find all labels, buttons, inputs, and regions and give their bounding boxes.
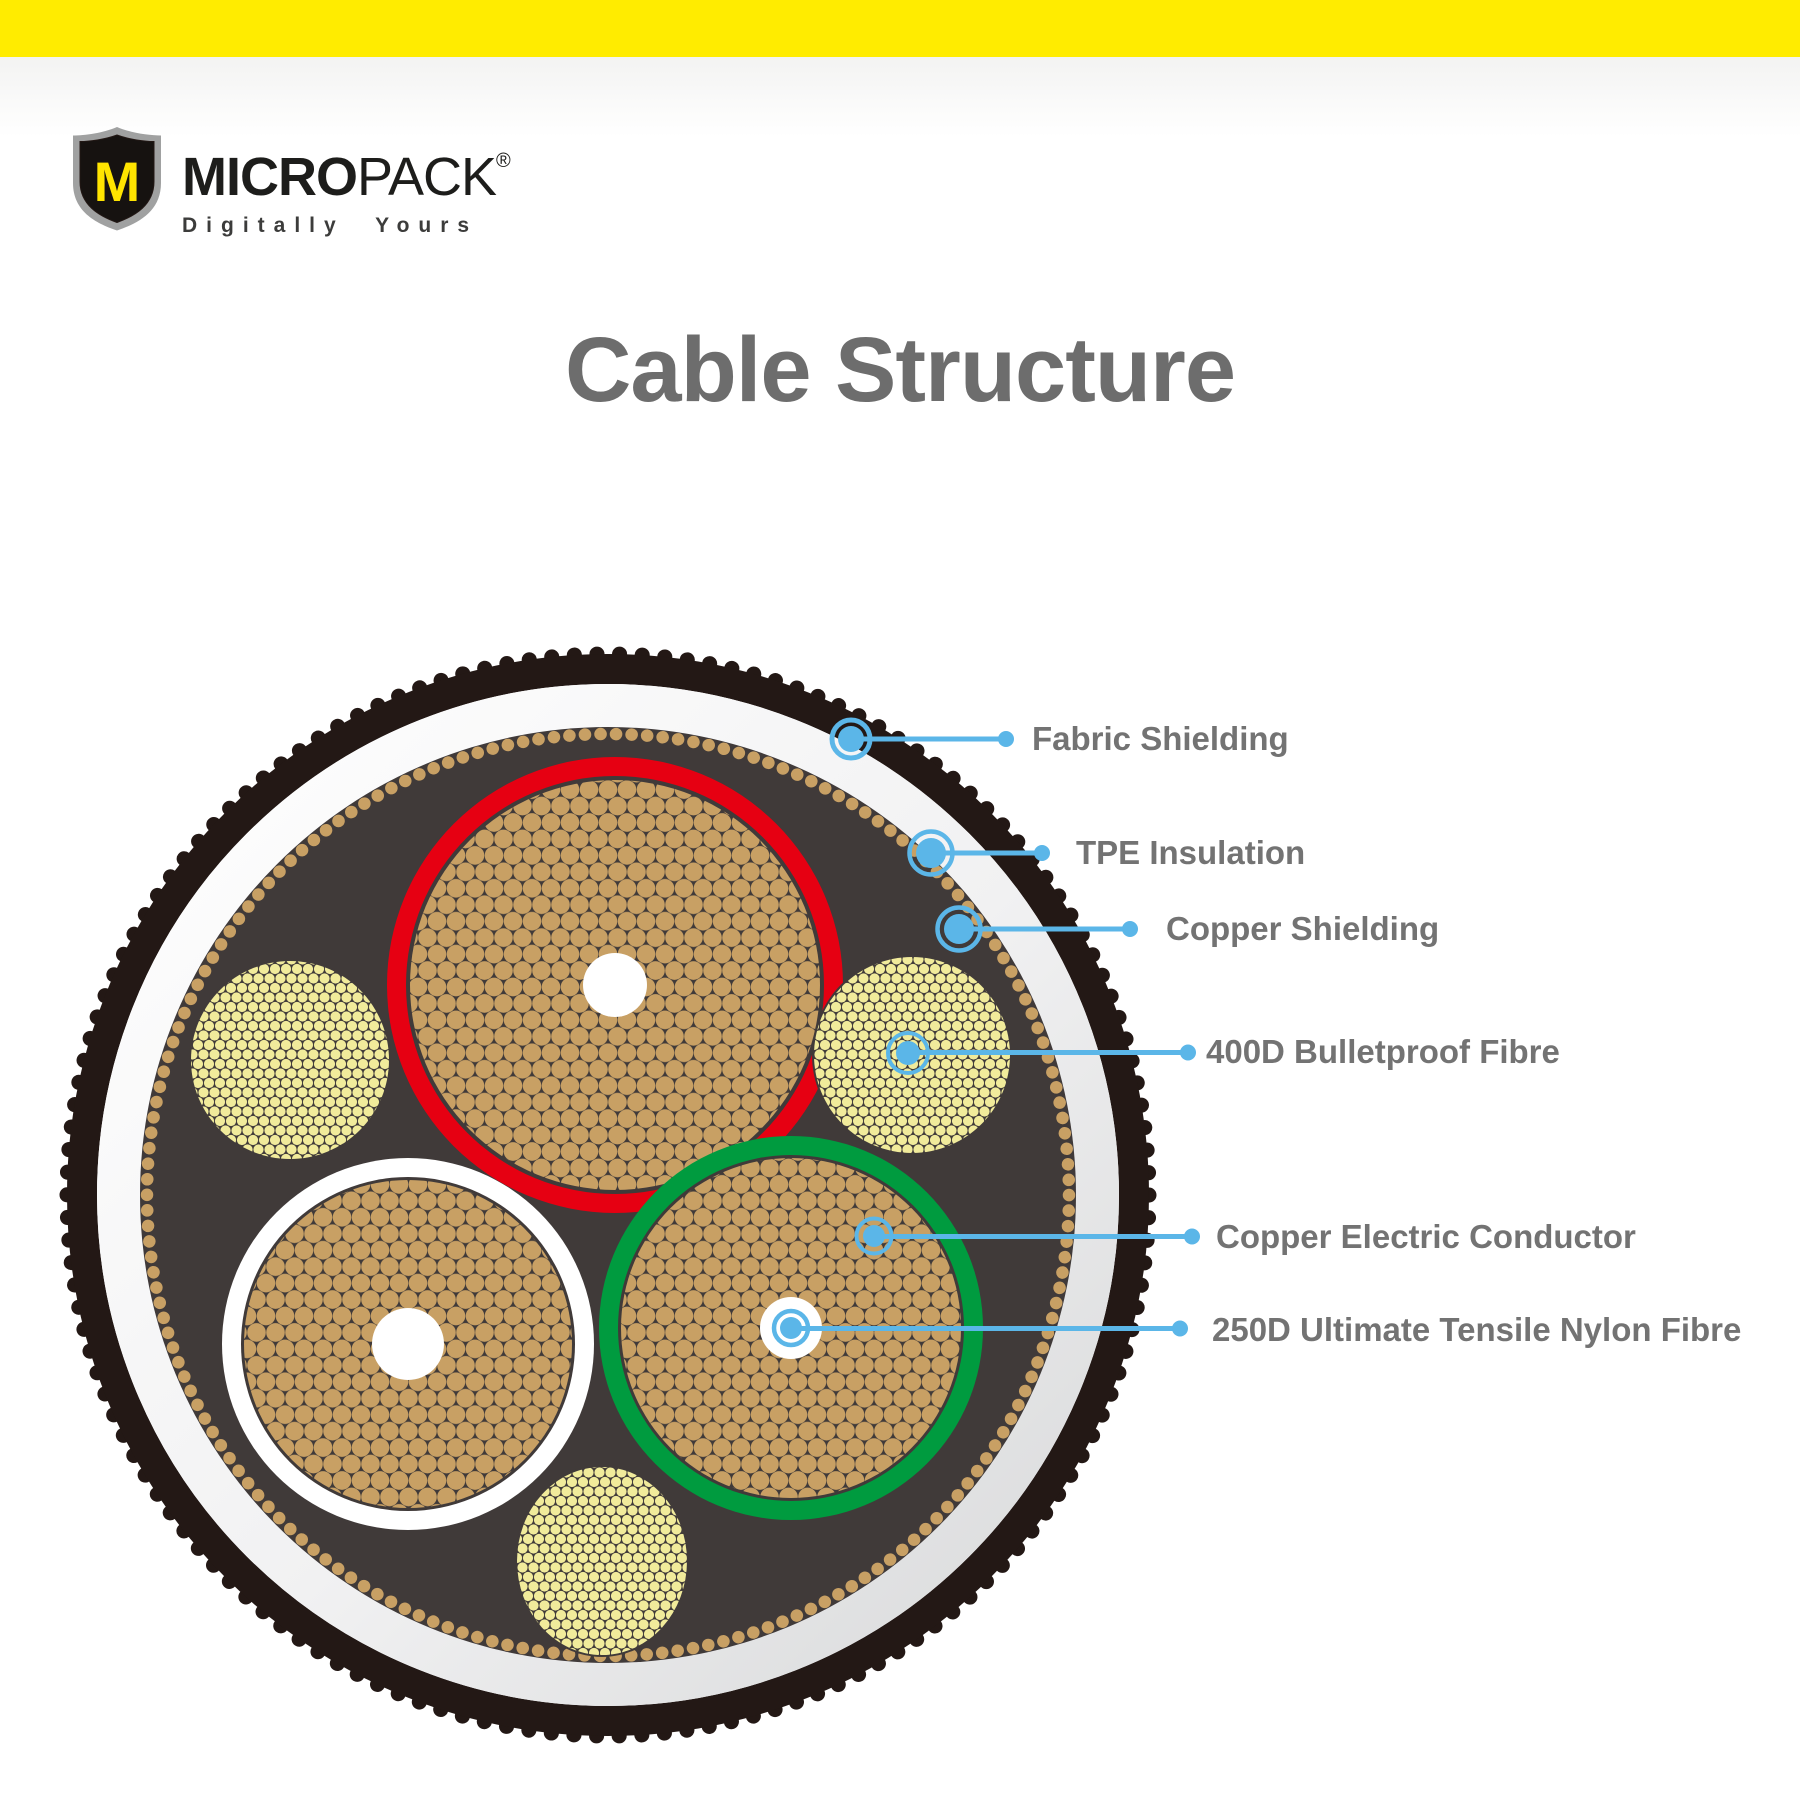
white-conductor-bundle: [222, 1158, 594, 1530]
copper-shielding-marker: [944, 914, 974, 944]
brand-wordmark-block: MICROPACK® Digitally Yours: [182, 126, 511, 238]
red-conductor-bundle: [387, 757, 843, 1213]
callout-fabric-shielding: [829, 717, 1014, 761]
brand-logo: M MICROPACK® Digitally Yours: [70, 126, 511, 238]
fabric-shielding-layer: [59, 646, 1157, 1744]
tpe-insulation-marker: [916, 838, 946, 868]
registered-mark: ®: [496, 150, 511, 172]
copper-shielding-layer: [140, 727, 1076, 1663]
callout-copper-conductor: [854, 1216, 1200, 1256]
bulletproof-fibre-bundle-left: [189, 959, 391, 1161]
cable-cross-section: [59, 646, 1157, 1744]
red-bundle-core-hole: [583, 953, 647, 1017]
callout-label-copper-conductor: Copper Electric Conductor: [1216, 1218, 1636, 1255]
callout-tpe-insulation: [907, 829, 1050, 877]
callout-label-copper-shielding: Copper Shielding: [1166, 910, 1440, 947]
brand-tagline: Digitally Yours: [182, 214, 479, 237]
top-accent-bar: [0, 0, 1800, 57]
tpe-insulation-layer: [97, 684, 1119, 1706]
shield-face: [79, 134, 155, 224]
callout-label-tpe-insulation: TPE Insulation: [1076, 834, 1306, 871]
brand-wordmark: MICROPACK®: [182, 150, 511, 204]
brand-name-light: PACK: [356, 147, 497, 207]
fabric-shielding-marker: [838, 726, 864, 752]
shield-logo-icon: M: [73, 127, 161, 231]
callout-bulletproof-fibre: [886, 1031, 1196, 1075]
page-title: Cable Structure: [564, 318, 1236, 421]
callout-copper-shielding: [935, 905, 1138, 953]
top-bar-shadow: [0, 57, 1800, 137]
callout-label-nylon-fibre: 250D Ultimate Tensile Nylon Fibre: [1212, 1311, 1742, 1348]
brand-name-bold: MICRO: [182, 147, 358, 207]
copper-conductor-marker: [863, 1225, 885, 1247]
white-bundle-core-hole: [372, 1308, 444, 1380]
callout-nylon-fibre: [771, 1308, 1188, 1348]
callout-label-fabric-shielding: Fabric Shielding: [1032, 720, 1289, 757]
callout-label-bulletproof-fibre: 400D Bulletproof Fibre: [1206, 1033, 1560, 1070]
nylon-fibre-marker: [780, 1317, 802, 1339]
bulletproof-fibre-bundle-bottom: [515, 1465, 689, 1657]
bulletproof-fibre-marker: [896, 1041, 920, 1065]
brand-monogram: M: [94, 150, 141, 213]
